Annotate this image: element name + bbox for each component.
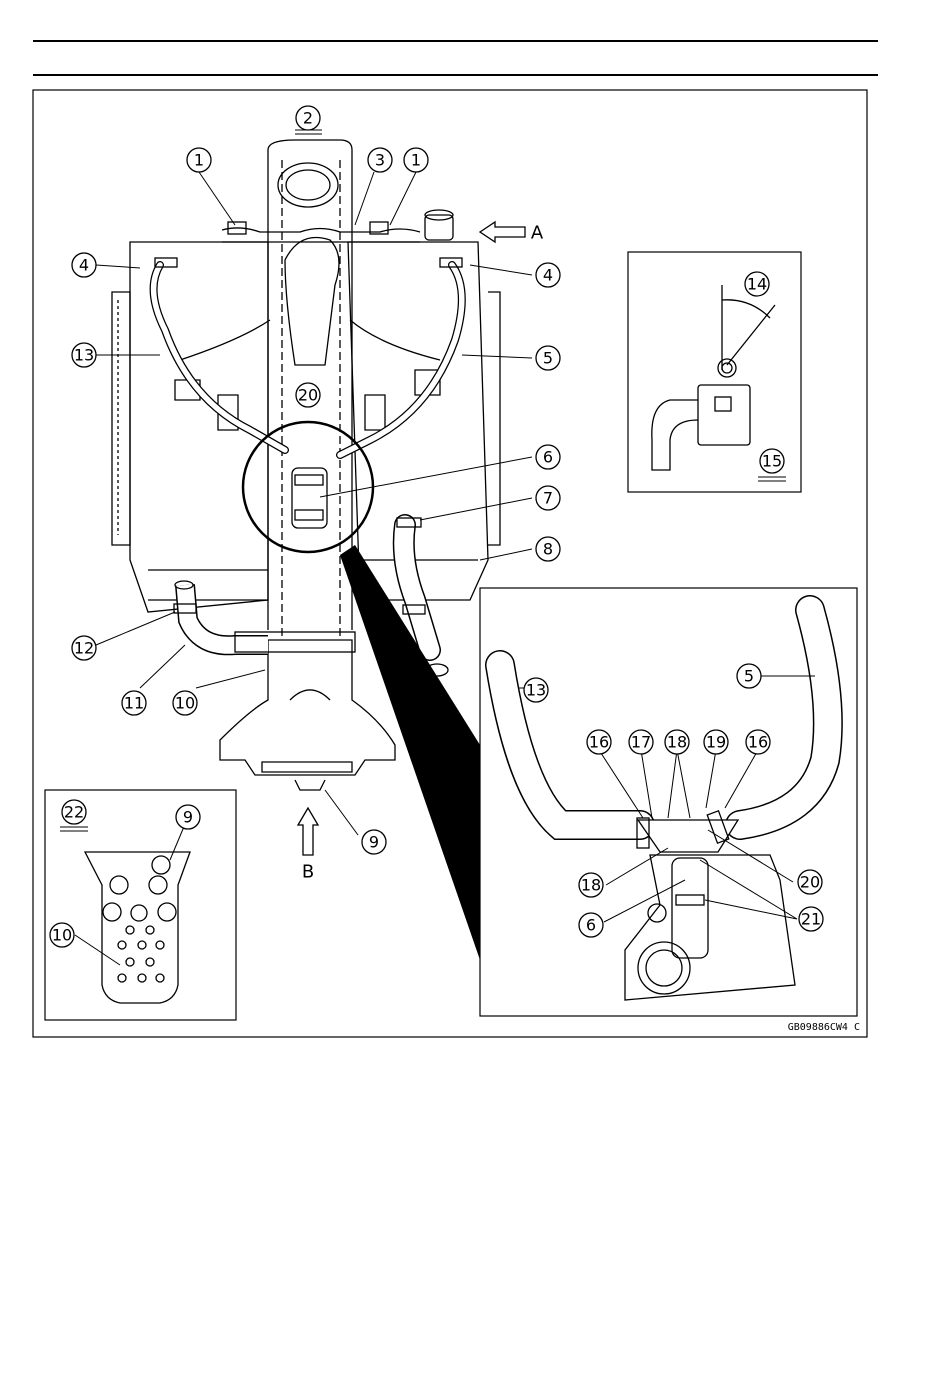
inset-angle-drawing: [652, 285, 775, 470]
callout-13: 13: [74, 346, 94, 365]
skid-callout-10: 10: [52, 926, 72, 945]
callout-15: 15: [762, 452, 782, 471]
callout-2: 2: [303, 109, 313, 128]
drawing-code: GB09886CW4 C: [788, 1022, 860, 1033]
callout-10: 10: [175, 694, 195, 713]
callout-7: 7: [543, 489, 553, 508]
detail-callout-16-left: 16: [589, 733, 609, 752]
detail-callout-16-right: 16: [748, 733, 768, 752]
detail-circle: [243, 422, 373, 552]
callout-6: 6: [543, 448, 553, 467]
callout-8: 8: [543, 540, 553, 559]
detail-callout-6: 6: [586, 916, 596, 935]
callout-5: 5: [543, 349, 553, 368]
skid-callout-9: 9: [183, 808, 193, 827]
callout-1-left: 1: [194, 151, 204, 170]
detail-callout-18-bottom: 18: [581, 876, 601, 895]
callout-1-right: 1: [411, 151, 421, 170]
skid-callout-22: 22: [64, 803, 84, 822]
detail-callout-13: 13: [526, 681, 546, 700]
callout-4-right: 4: [543, 266, 553, 285]
view-arrow-a: [480, 222, 525, 242]
detail-callout-21: 21: [801, 910, 821, 929]
callout-9: 9: [369, 833, 379, 852]
callout-12: 12: [74, 639, 94, 658]
callout-4-left: 4: [79, 256, 89, 275]
callout-20: 20: [298, 386, 318, 405]
detail-callout-5: 5: [744, 667, 754, 686]
inset-hose-drawing: [500, 610, 828, 1000]
detail-callout-20: 20: [800, 873, 820, 892]
view-arrow-b: [298, 808, 318, 855]
callout-11: 11: [124, 694, 144, 713]
diagram-frame: [33, 90, 867, 1037]
detail-callout-19: 19: [706, 733, 726, 752]
view-letter-b: B: [302, 862, 314, 883]
view-letter-a: A: [531, 223, 544, 244]
inset-skid-drawing: [85, 852, 190, 1003]
callout-14: 14: [747, 275, 767, 294]
detail-callout-18-top: 18: [667, 733, 687, 752]
detail-callout-17: 17: [631, 733, 651, 752]
callout-3: 3: [375, 151, 385, 170]
